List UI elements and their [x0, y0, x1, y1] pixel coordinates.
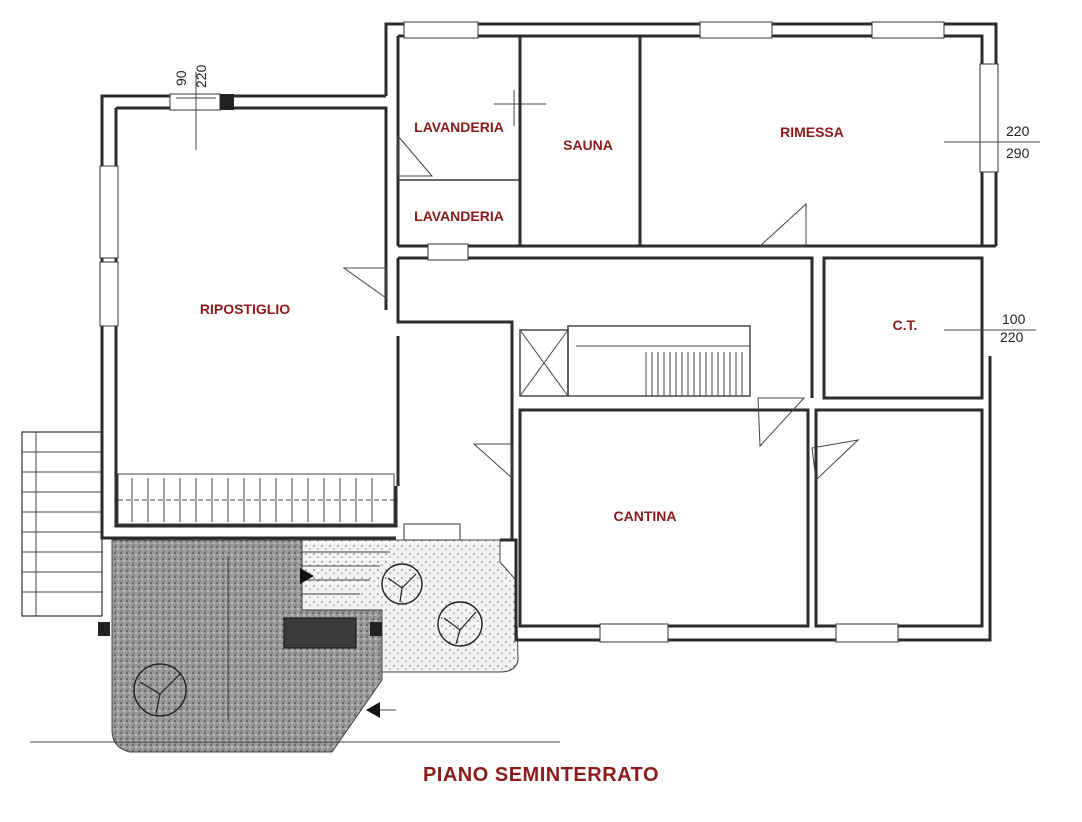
room-label-lavanderia-lower: LAVANDERIA [414, 208, 504, 224]
dimension-markers [176, 72, 1040, 331]
dimension-ct-top: 100 [1002, 311, 1026, 327]
room-label-sauna: SAUNA [563, 137, 613, 153]
dimension-window-top: 90 [173, 70, 189, 86]
tree-icon [133, 663, 187, 717]
room-label-cantina: CANTINA [614, 508, 677, 524]
dimension-rimessa-top: 220 [1006, 123, 1030, 139]
windows [99, 21, 999, 643]
tree-icon [381, 563, 423, 605]
external-stairs [21, 431, 382, 636]
dimension-window-bottom: 220 [193, 64, 209, 88]
dimension-ct-bottom: 220 [1000, 329, 1024, 345]
room-label-ct: C.T. [893, 317, 918, 333]
room-label-rimessa: RIMESSA [780, 124, 844, 140]
entrance-arrow-icon [300, 568, 396, 718]
room-label-ripostiglio: RIPOSTIGLIO [200, 301, 290, 317]
room-label-lavanderia-upper: LAVANDERIA [414, 119, 504, 135]
plan-title: PIANO SEMINTERRATO [422, 764, 660, 786]
dimension-rimessa-bottom: 290 [1006, 145, 1030, 161]
internal-stairs [117, 345, 750, 595]
doors [342, 134, 860, 482]
tree-icon [437, 601, 483, 647]
terrace-paving [30, 539, 560, 753]
